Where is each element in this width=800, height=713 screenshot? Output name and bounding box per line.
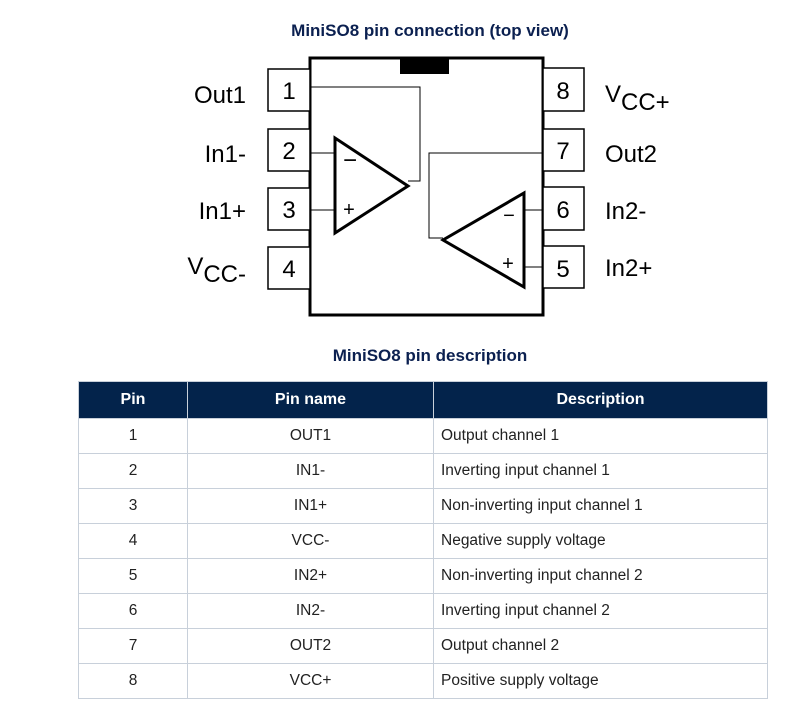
pin-number-cell: 6: [78, 593, 188, 629]
description-cell: Positive supply voltage: [433, 663, 768, 699]
pin-name-cell: IN2+: [187, 558, 434, 594]
pin-name-cell: IN1+: [187, 488, 434, 524]
pin-name-cell: OUT1: [187, 418, 434, 454]
pin-8-box: [542, 67, 585, 112]
pin-name-cell: VCC+: [187, 663, 434, 699]
pin-8-number: 8: [556, 78, 569, 105]
pin-4-box: [267, 246, 311, 290]
pin-4-number: 4: [282, 256, 295, 283]
pin-2-number: 2: [282, 138, 295, 165]
pin1-notch-marker: [400, 58, 449, 74]
opamp-2-minus: −: [503, 205, 515, 227]
pin-5-label: In2+: [605, 255, 652, 282]
pin-number-cell: 2: [78, 453, 188, 489]
pin-1-box: [267, 68, 311, 112]
pin-8-label: VCC+: [605, 81, 670, 116]
pin-number-cell: 7: [78, 628, 188, 664]
opamp-1-triangle: [333, 135, 411, 236]
pin-name-cell: OUT2: [187, 628, 434, 664]
pin-name-cell: IN2-: [187, 593, 434, 629]
pin-1-number: 1: [282, 78, 295, 105]
pin-7-label: Out2: [605, 141, 657, 168]
wires: [310, 86, 543, 268]
pin-number-cell: 8: [78, 663, 188, 699]
pin-7-number: 7: [556, 138, 569, 165]
pin-2-box: [267, 128, 311, 172]
pin-3-label: In1+: [199, 198, 246, 225]
table-header-row: Pin Pin name Description: [78, 381, 768, 419]
pin-7-box: [542, 128, 585, 172]
table-title: MiniSO8 pin description: [332, 346, 528, 365]
pin-number-cell: 4: [78, 523, 188, 559]
pin-connection-diagram: − + − + 1 2 3 4 8 7 6 5 Out1 In1- In1+ V…: [187, 56, 670, 317]
pin-2-label: In1-: [205, 141, 246, 168]
description-cell: Output channel 2: [433, 628, 768, 664]
pin-1-label: Out1: [194, 82, 246, 109]
pin-5-number: 5: [556, 256, 569, 283]
pin-6-label: In2-: [605, 198, 646, 225]
opamp-1-minus: −: [343, 147, 357, 174]
pin-6-box: [542, 186, 585, 231]
description-cell: Output channel 1: [433, 418, 768, 454]
pin-4-label: VCC-: [187, 253, 246, 288]
pin-3-number: 3: [282, 197, 295, 224]
pin-number-cell: 5: [78, 558, 188, 594]
pin-name-cell: IN1-: [187, 453, 434, 489]
description-cell: Non-inverting input channel 1: [433, 488, 768, 524]
pin-number-cell: 3: [78, 488, 188, 524]
pin-name-cell: VCC-: [187, 523, 434, 559]
opamp-2-triangle: [440, 190, 526, 290]
pin-6-number: 6: [556, 197, 569, 224]
pin-number-cell: 1: [78, 418, 188, 454]
header-pin-name: Pin name: [187, 381, 434, 419]
description-cell: Non-inverting input channel 2: [433, 558, 768, 594]
pin-3-box: [267, 187, 311, 231]
description-cell: Negative supply voltage: [433, 523, 768, 559]
header-pin: Pin: [78, 381, 188, 419]
description-cell: Inverting input channel 1: [433, 453, 768, 489]
header-description: Description: [433, 381, 768, 419]
opamp-1-plus: +: [343, 199, 355, 221]
description-cell: Inverting input channel 2: [433, 593, 768, 629]
opamp-2-plus: +: [502, 253, 514, 275]
diagram-title: MiniSO8 pin connection (top view): [291, 21, 569, 40]
